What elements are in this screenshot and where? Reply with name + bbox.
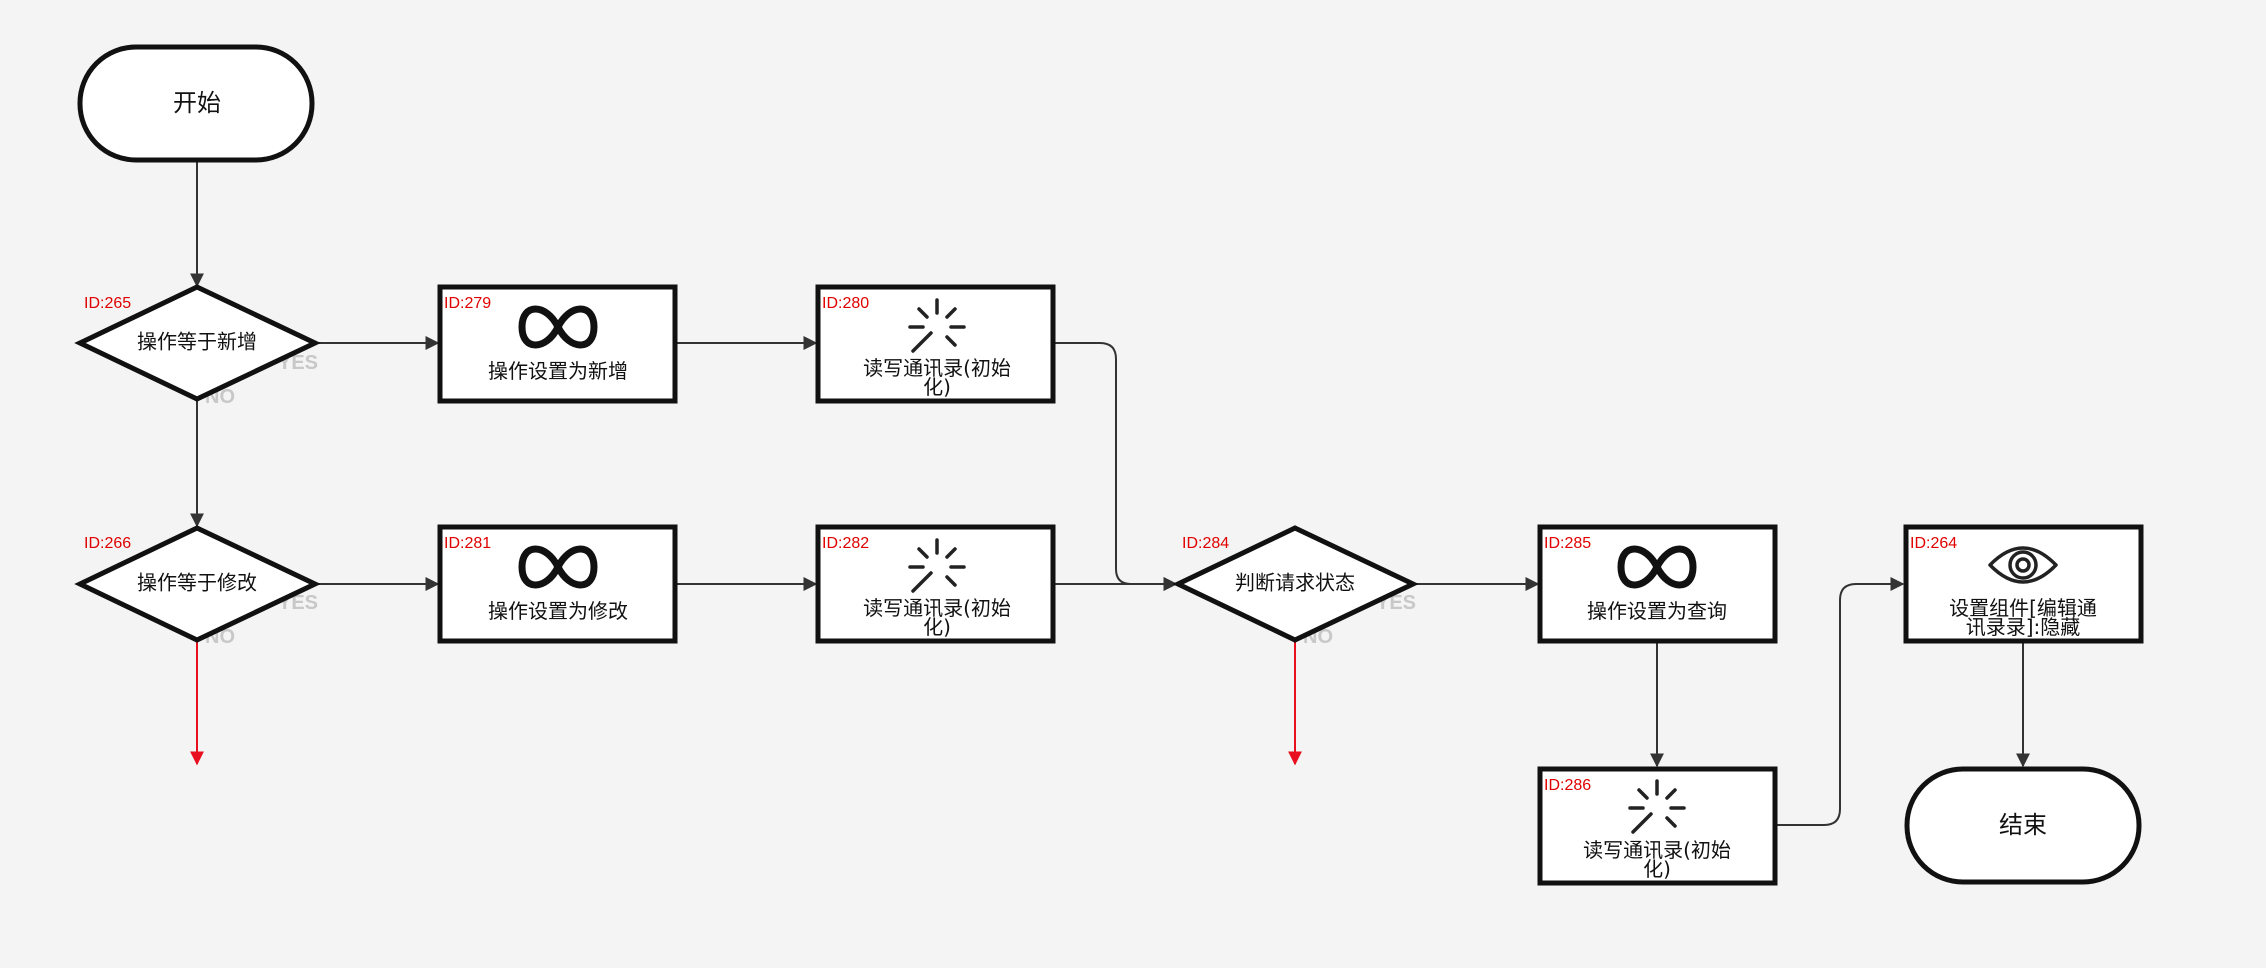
process-text-line2: 化)	[923, 615, 951, 639]
edge-p286-to-p264[interactable]	[1775, 577, 1905, 826]
process-node-286[interactable]: ID:286 读写通讯录(初始 化)	[1537, 766, 1778, 886]
loading-spinner-icon	[1628, 779, 1686, 834]
process-text-line1: 操作设置为新增	[488, 359, 628, 383]
node-id-label: ID:279	[444, 295, 491, 312]
node-id-label: ID:284	[1182, 535, 1229, 552]
edge-p280-to-d284[interactable]	[1054, 342, 1178, 591]
node-id-label: ID:282	[822, 535, 869, 552]
node-id-label: ID:266	[84, 535, 131, 552]
start-node[interactable]: 开始	[77, 44, 315, 163]
edges	[190, 160, 2030, 826]
node-id-label: ID:285	[1544, 535, 1591, 552]
node-id-label: ID:286	[1544, 777, 1591, 794]
process-text-line1: 读写通讯录(初始	[863, 356, 1011, 380]
node-id-label: ID:280	[822, 295, 869, 312]
start-node-text: 开始	[173, 89, 221, 117]
process-text-line2: 讯录录]:隐藏	[1966, 615, 2081, 639]
process-node-280[interactable]: ID:280 读写通讯录(初始 化)	[815, 284, 1056, 404]
decision-node-284[interactable]: ID:284 判断请求状态	[1172, 525, 1419, 643]
process-text-line1: 读写通讯录(初始	[1583, 838, 1731, 862]
process-text-line2: 化)	[1643, 857, 1671, 881]
decision-text: 操作等于新增	[137, 330, 257, 354]
process-text-line1: 操作设置为修改	[488, 599, 628, 623]
process-text-line1: 读写通讯录(初始	[863, 596, 1011, 620]
end-node[interactable]: 结束	[1904, 766, 2142, 885]
infinity-icon	[518, 545, 598, 589]
loading-spinner-icon	[908, 538, 966, 593]
eye-icon	[1988, 546, 2058, 584]
node-id-label: ID:264	[1910, 535, 1957, 552]
process-node-279[interactable]: ID:279 操作设置为新增	[437, 284, 678, 404]
decision-node-266[interactable]: ID:266 操作等于修改	[74, 525, 321, 643]
process-node-282[interactable]: ID:282 读写通讯录(初始 化)	[815, 524, 1056, 644]
decision-node-265[interactable]: ID:265 操作等于新增	[74, 284, 321, 402]
loading-spinner-icon	[908, 298, 966, 353]
process-node-264[interactable]: ID:264 设置组件[编辑通 讯录录]:隐藏	[1903, 524, 2144, 644]
process-node-281[interactable]: ID:281 操作设置为修改	[437, 524, 678, 644]
node-id-label: ID:265	[84, 295, 131, 312]
end-node-text: 结束	[1999, 811, 2047, 839]
process-text-line1: 操作设置为查询	[1587, 599, 1727, 623]
infinity-icon	[1617, 545, 1697, 589]
decision-text: 操作等于修改	[137, 571, 257, 595]
process-text-line2: 化)	[923, 375, 951, 399]
infinity-icon	[518, 305, 598, 349]
node-id-label: ID:281	[444, 535, 491, 552]
decision-text: 判断请求状态	[1235, 571, 1355, 595]
process-text-line1: 设置组件[编辑通	[1949, 596, 2097, 620]
process-node-285[interactable]: ID:285 操作设置为查询	[1537, 524, 1778, 644]
